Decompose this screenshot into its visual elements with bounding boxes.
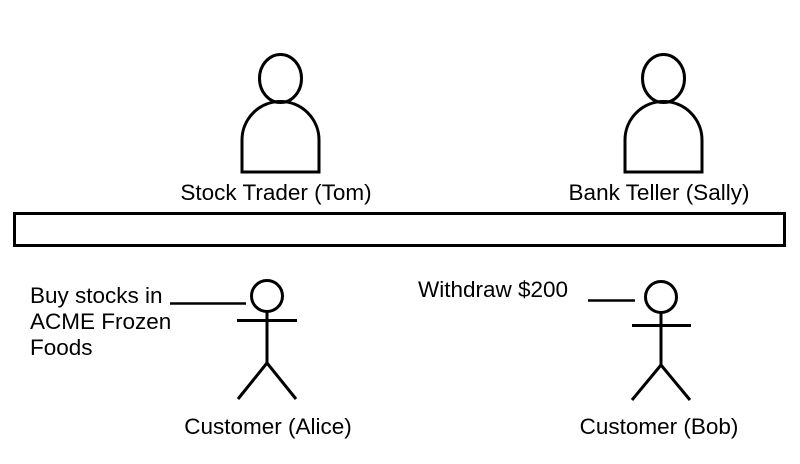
stick-figure-icon-head bbox=[250, 279, 284, 313]
stick-figure-icon-leg-left bbox=[630, 364, 663, 401]
request-text-alice-line-1: Buy stocks in bbox=[30, 283, 163, 308]
stick-figure-icon-leg-right bbox=[659, 364, 692, 401]
request-text-bob-line-1: Withdraw $200 bbox=[418, 277, 568, 302]
customer-bob[interactable]: Customer (Bob) bbox=[580, 280, 739, 440]
service-interface-bar[interactable] bbox=[13, 212, 786, 247]
actor-person-icon-body bbox=[240, 100, 321, 174]
actor-stock-trader[interactable]: Stock Trader (Tom) bbox=[180, 53, 372, 206]
customer-alice-label: Customer (Alice) bbox=[184, 414, 352, 439]
stick-figure-icon-leg-left bbox=[236, 362, 269, 400]
actor-stock-trader-label: Stock Trader (Tom) bbox=[180, 180, 371, 205]
request-text-alice-line-3: Foods bbox=[30, 335, 93, 360]
stick-figure-icon-head bbox=[644, 280, 678, 314]
actor-person-icon-body bbox=[623, 100, 704, 174]
actor-bank-teller[interactable]: Bank Teller (Sally) bbox=[569, 53, 750, 206]
request-text-alice-line-2: ACME Frozen bbox=[30, 309, 171, 334]
request-text-alice: Buy stocks in ACME Frozen Foods bbox=[30, 283, 171, 360]
actor-bank-teller-label: Bank Teller (Sally) bbox=[569, 180, 750, 205]
actor-person-icon-head bbox=[258, 53, 303, 104]
stick-figure-icon-leg-right bbox=[265, 362, 298, 400]
actor-person-icon-head bbox=[641, 53, 686, 104]
request-text-bob: Withdraw $200 bbox=[418, 277, 568, 302]
customer-alice[interactable]: Customer (Alice) bbox=[184, 279, 352, 440]
customer-bob-label: Customer (Bob) bbox=[580, 414, 739, 439]
